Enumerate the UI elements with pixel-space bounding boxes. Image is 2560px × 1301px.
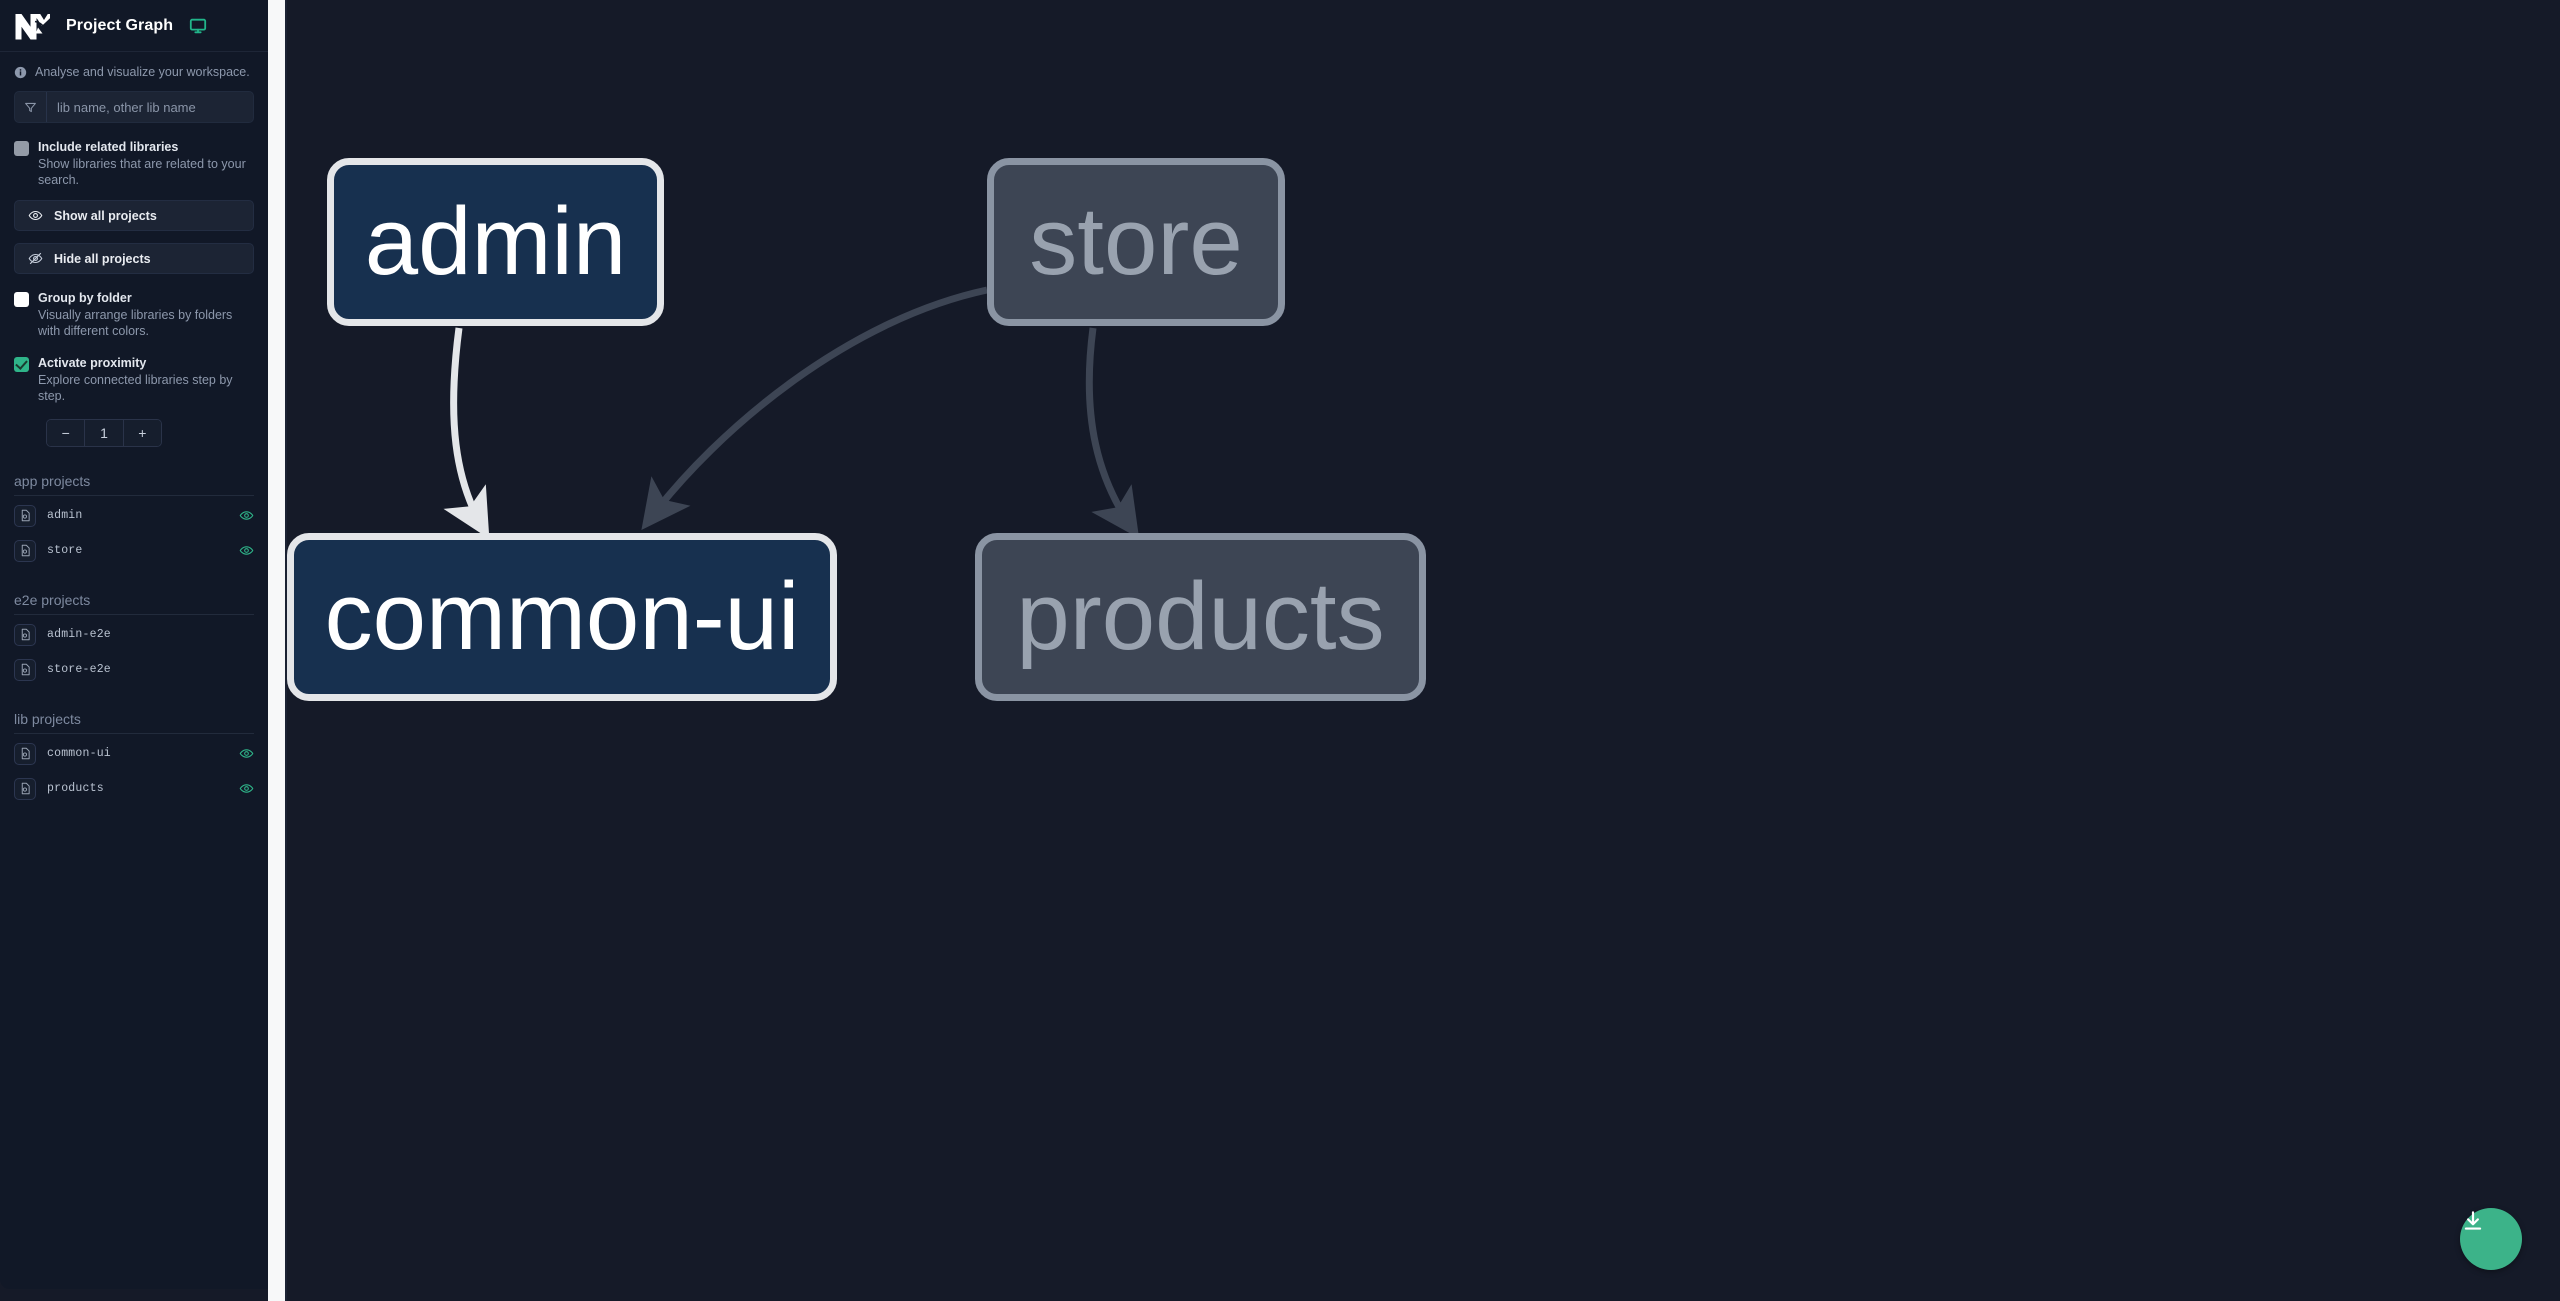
project-row-store[interactable]: store [14, 535, 254, 566]
option-label: Group by folder [38, 291, 132, 305]
group-heading-e2e-projects: e2e projects [14, 592, 254, 615]
project-row-common-ui[interactable]: common-ui [14, 738, 254, 769]
info-circle-icon [14, 66, 27, 79]
project-file-icon [14, 539, 36, 562]
project-name: admin [47, 509, 83, 522]
download-graph-button[interactable] [2460, 1208, 2522, 1270]
proximity-stepper[interactable]: − 1 + [46, 419, 162, 447]
option-activate-proximity[interactable]: Activate proximity Explore connected lib… [14, 356, 254, 404]
eye-icon [28, 208, 43, 223]
search-field[interactable] [14, 91, 254, 123]
sidebar-edge-fill [285, 0, 287, 1301]
edge-admin-to-common-ui [443, 327, 490, 539]
project-file-icon [14, 777, 36, 800]
sidebar: Project Graph Analyse and visualize your… [0, 0, 268, 1289]
edge-store-to-products [1085, 327, 1140, 539]
nx-logo-icon [14, 11, 50, 41]
edge-store-to-common-ui [641, 286, 988, 531]
hide-all-projects-label: Hide all projects [54, 251, 151, 266]
project-name: products [47, 782, 104, 795]
graph-node-products[interactable]: products [975, 533, 1426, 701]
sidebar-resize-handle[interactable] [268, 0, 285, 1301]
stepper-decrement-button[interactable]: − [47, 420, 86, 446]
graph-node-store[interactable]: store [987, 158, 1285, 326]
option-label: Activate proximity [38, 356, 147, 370]
option-group-by-folder[interactable]: Group by folder Visually arrange librari… [14, 291, 254, 339]
option-description: Show libraries that are related to your … [38, 157, 246, 187]
project-name: store-e2e [47, 663, 111, 676]
sidebar-header: Project Graph [0, 0, 268, 52]
graph-node-label: products [1016, 563, 1385, 670]
stepper-value: 1 [85, 420, 123, 446]
sidebar-subtitle: Analyse and visualize your workspace. [0, 52, 268, 91]
project-file-icon [14, 623, 36, 646]
graph-node-label: store [1029, 188, 1243, 295]
option-include-related-libraries[interactable]: Include related libraries Show libraries… [14, 140, 254, 188]
graph-node-label: admin [364, 188, 627, 295]
graph-node-common-ui[interactable]: common-ui [287, 533, 837, 701]
project-row-admin[interactable]: admin [14, 500, 254, 531]
graph-edges [443, 286, 1140, 539]
graph-canvas[interactable]: admin store common-ui products [287, 0, 2560, 1301]
checkbox-group-by-folder[interactable] [14, 292, 29, 307]
graph-node-admin[interactable]: admin [327, 158, 664, 326]
checkbox-include-related-libraries[interactable] [14, 141, 29, 156]
option-label: Include related libraries [38, 140, 179, 154]
sidebar-body: Include related libraries Show libraries… [0, 91, 268, 1289]
eye-icon[interactable] [239, 746, 254, 761]
project-row-store-e2e[interactable]: store-e2e [14, 654, 254, 685]
show-all-projects-button[interactable]: Show all projects [14, 200, 254, 231]
option-description: Explore connected libraries step by step… [38, 373, 233, 403]
funnel-filter-icon [15, 92, 47, 122]
project-file-icon [14, 658, 36, 681]
eye-icon[interactable] [239, 508, 254, 523]
project-file-icon [14, 504, 36, 527]
project-file-icon [14, 742, 36, 765]
eye-icon[interactable] [239, 781, 254, 796]
page-title: Project Graph [66, 16, 174, 34]
project-name: store [47, 544, 83, 557]
checkbox-activate-proximity[interactable] [14, 357, 29, 372]
show-all-projects-label: Show all projects [54, 208, 157, 223]
option-description: Visually arrange libraries by folders wi… [38, 308, 233, 338]
project-name: common-ui [47, 747, 111, 760]
eye-off-icon [28, 251, 43, 266]
project-row-admin-e2e[interactable]: admin-e2e [14, 619, 254, 650]
project-name: admin-e2e [47, 628, 111, 641]
hide-all-projects-button[interactable]: Hide all projects [14, 243, 254, 274]
eye-icon[interactable] [239, 543, 254, 558]
group-heading-lib-projects: lib projects [14, 711, 254, 734]
group-heading-app-projects: app projects [14, 473, 254, 496]
stepper-increment-button[interactable]: + [122, 420, 161, 446]
project-row-products[interactable]: products [14, 773, 254, 804]
subtitle-text: Analyse and visualize your workspace. [35, 65, 250, 79]
search-input[interactable] [47, 92, 253, 122]
monitor-icon[interactable] [173, 17, 207, 35]
graph-node-label: common-ui [324, 563, 800, 670]
